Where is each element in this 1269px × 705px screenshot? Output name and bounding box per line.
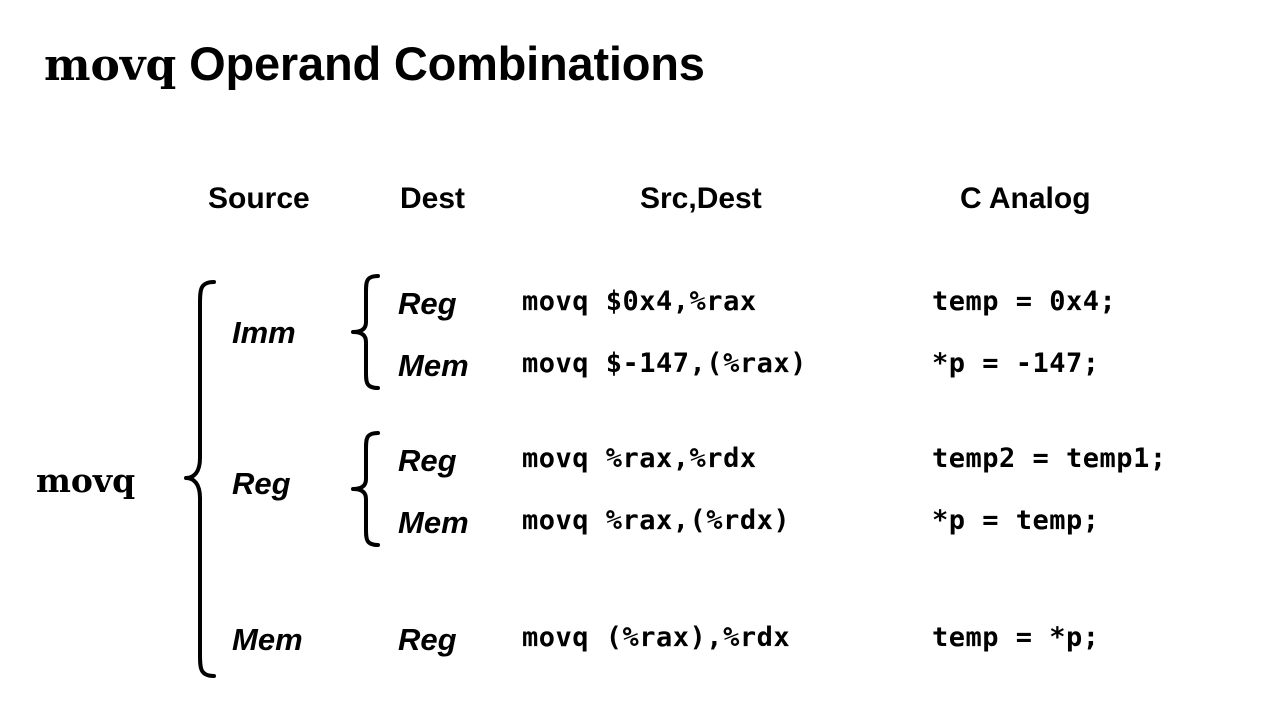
dest-label: Reg <box>398 622 457 657</box>
column-header-dest: Dest <box>400 182 466 215</box>
outer-brace-icon <box>184 280 216 678</box>
instruction-cell: movq (%rax),%rdx <box>522 622 791 653</box>
dest-label: Reg <box>398 286 457 321</box>
title-mnemonic: movq <box>44 40 177 91</box>
c-analog-cell: *p = temp; <box>932 505 1100 536</box>
c-analog-cell: temp2 = temp1; <box>932 443 1167 474</box>
dest-label: Mem <box>398 505 469 540</box>
column-header-c-analog: C Analog <box>960 182 1091 215</box>
c-analog-cell: temp = 0x4; <box>932 286 1117 317</box>
column-header-src-dest: Src,Dest <box>640 182 762 215</box>
c-analog-cell: *p = -147; <box>932 348 1100 379</box>
dest-label: Reg <box>398 443 457 478</box>
source-label-imm: Imm <box>232 315 296 350</box>
title-rest: Operand Combinations <box>176 37 705 90</box>
instruction-cell: movq $-147,(%rax) <box>522 348 807 379</box>
source-label-mem: Mem <box>232 622 303 657</box>
source-label-reg: Reg <box>232 466 291 501</box>
instruction-cell: movq %rax,%rdx <box>522 443 757 474</box>
dest-label: Mem <box>398 348 469 383</box>
instruction-cell: movq $0x4,%rax <box>522 286 757 317</box>
page-title: movq Operand Combinations <box>44 36 705 91</box>
reg-group-brace-icon <box>351 431 380 547</box>
c-analog-cell: temp = *p; <box>932 622 1100 653</box>
instruction-cell: movq %rax,(%rdx) <box>522 505 791 536</box>
root-mnemonic-label: movq <box>36 461 136 500</box>
column-header-source: Source <box>208 182 310 215</box>
imm-group-brace-icon <box>351 274 380 390</box>
